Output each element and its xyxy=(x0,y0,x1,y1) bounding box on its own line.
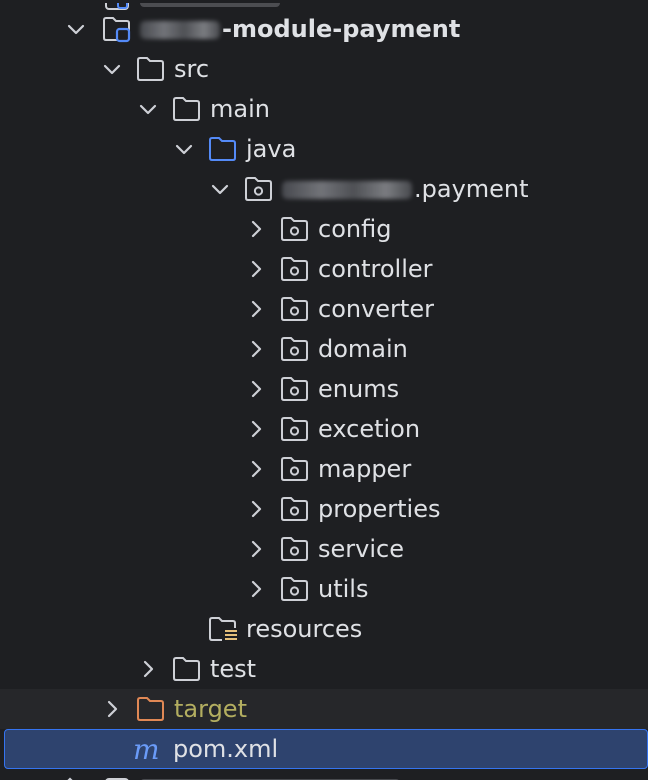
tree-row-subpackage[interactable]: config xyxy=(0,209,648,249)
tree-row-package[interactable]: .payment xyxy=(0,169,648,209)
chevron-down-icon[interactable] xyxy=(208,177,232,201)
tree-row-subpackage[interactable]: mapper xyxy=(0,449,648,489)
tree-row-subpackage[interactable]: utils xyxy=(0,569,648,609)
folder-label-java: java xyxy=(246,135,297,163)
tree-row-src[interactable]: src xyxy=(0,49,648,89)
module-name-suffix: -module-payment xyxy=(222,15,461,43)
tree-row-subpackage[interactable]: excetion xyxy=(0,409,648,449)
tree-row-subpackage[interactable]: service xyxy=(0,529,648,569)
package-icon xyxy=(281,257,308,281)
chevron-right-icon[interactable] xyxy=(100,697,124,721)
chevron-right-icon[interactable] xyxy=(244,537,268,561)
folder-icon xyxy=(173,657,200,681)
chevron-right-icon[interactable] xyxy=(136,657,160,681)
tree-row-subpackage[interactable]: domain xyxy=(0,329,648,369)
folder-label-main: main xyxy=(210,95,270,123)
source-root-folder-icon xyxy=(209,137,236,161)
excluded-folder-icon xyxy=(137,697,164,721)
chevron-right-icon[interactable] xyxy=(244,457,268,481)
tree-row-subpackage[interactable]: converter xyxy=(0,289,648,329)
tree-row-java[interactable]: java xyxy=(0,129,648,169)
package-icon xyxy=(281,337,308,361)
package-name-suffix: .payment xyxy=(414,175,529,203)
chevron-down-icon[interactable] xyxy=(172,137,196,161)
chevron-right-icon[interactable] xyxy=(244,257,268,281)
package-label-utils: utils xyxy=(318,575,369,603)
package-label-excetion: excetion xyxy=(318,415,421,443)
module-folder-icon xyxy=(103,17,131,43)
package-name: .payment xyxy=(282,169,529,209)
tree-row-subpackage[interactable]: enums xyxy=(0,369,648,409)
folder-label-test: test xyxy=(210,655,257,683)
tree-row-subpackage[interactable]: controller xyxy=(0,249,648,289)
redacted-package-prefix xyxy=(282,181,412,199)
resources-root-folder-icon xyxy=(209,617,238,643)
tree-row-subpackage[interactable]: properties xyxy=(0,489,648,529)
package-icon xyxy=(281,217,308,241)
tree-row-partial-top xyxy=(0,0,648,12)
tree-row-module[interactable]: -module-payment xyxy=(0,9,648,49)
package-label-service: service xyxy=(318,535,404,563)
package-label-config: config xyxy=(318,215,392,243)
folder-label-src: src xyxy=(174,55,210,83)
package-icon xyxy=(281,417,308,441)
package-label-enums: enums xyxy=(318,375,400,403)
chevron-right-icon[interactable] xyxy=(244,337,268,361)
file-label-pom: pom.xml xyxy=(173,735,279,763)
chevron-down-icon[interactable] xyxy=(136,97,160,121)
package-icon xyxy=(281,537,308,561)
tree-row-pom[interactable]: m pom.xml xyxy=(4,729,648,769)
module-name: -module-payment xyxy=(140,9,460,49)
package-icon xyxy=(281,297,308,321)
tree-row-target[interactable]: target xyxy=(0,689,648,729)
chevron-right-icon[interactable] xyxy=(244,577,268,601)
package-icon xyxy=(281,457,308,481)
chevron-down-icon[interactable] xyxy=(64,17,88,41)
tree-row-main[interactable]: main xyxy=(0,89,648,129)
package-label-controller: controller xyxy=(318,255,433,283)
partial-row-icon xyxy=(67,777,399,780)
maven-icon: m xyxy=(133,733,160,766)
package-label-properties: properties xyxy=(318,495,441,523)
package-icon xyxy=(245,177,272,201)
chevron-right-icon[interactable] xyxy=(244,417,268,441)
folder-icon xyxy=(173,97,200,121)
tree-row-partial-bottom xyxy=(0,770,648,780)
chevron-right-icon[interactable] xyxy=(244,297,268,321)
folder-icon xyxy=(137,57,164,81)
redacted-module-prefix xyxy=(140,21,220,39)
folder-label-target: target xyxy=(174,695,247,723)
chevron-right-icon[interactable] xyxy=(244,497,268,521)
package-icon xyxy=(281,377,308,401)
chevron-right-icon[interactable] xyxy=(244,217,268,241)
package-label-domain: domain xyxy=(318,335,408,363)
tree-row-test[interactable]: test xyxy=(0,649,648,689)
chevron-right-icon[interactable] xyxy=(244,377,268,401)
tree-row-resources[interactable]: resources xyxy=(0,609,648,649)
folder-label-resources: resources xyxy=(246,615,363,643)
package-label-converter: converter xyxy=(318,295,434,323)
package-icon xyxy=(281,577,308,601)
package-label-mapper: mapper xyxy=(318,455,412,483)
chevron-down-icon[interactable] xyxy=(100,57,124,81)
package-icon xyxy=(281,497,308,521)
